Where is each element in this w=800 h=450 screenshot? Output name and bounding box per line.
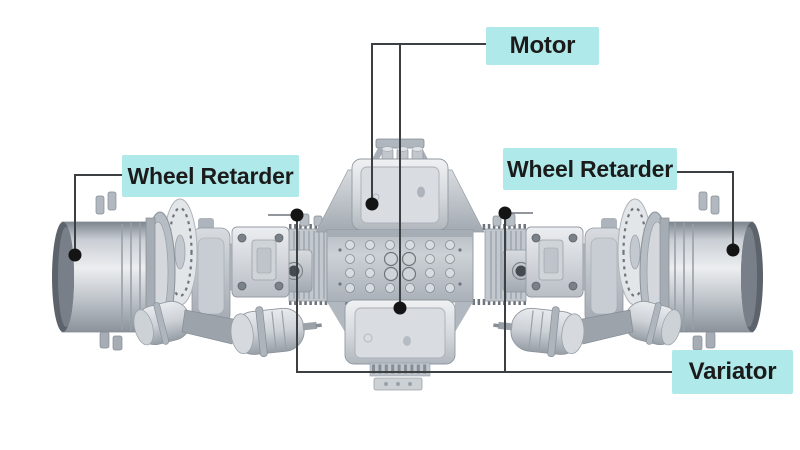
motor-top-dot <box>365 197 379 211</box>
variator-left-dot <box>290 208 304 222</box>
right-wheel-and-beam-assembly <box>467 192 763 360</box>
wheel-retarder-right-dot <box>726 243 740 257</box>
label-motor: Motor <box>486 27 599 65</box>
motor-bottom-dot <box>393 301 407 315</box>
variator-callout-line <box>296 215 672 373</box>
axle-beam-flange-plate <box>224 226 290 298</box>
left-wheel-and-beam-assembly <box>52 191 348 357</box>
label-wheel-retarder-left: Wheel Retarder <box>122 155 299 197</box>
center-gearbox <box>315 138 485 391</box>
label-wheel-retarder-right: Wheel Retarder <box>503 148 677 190</box>
wheel-retarder-left-callout-line <box>74 174 122 255</box>
callout-lines <box>74 43 734 373</box>
brake-chamber-small <box>133 300 191 346</box>
callout-dots <box>68 197 740 315</box>
motor-housing-bottom <box>327 299 473 365</box>
brake-linkage-arm <box>181 309 239 345</box>
bottom-mount-plate <box>369 362 431 391</box>
label-variator: Variator <box>672 350 793 394</box>
motor-callout-line-top <box>371 43 486 204</box>
brake-chamber-main <box>230 306 322 357</box>
variator-right-dot <box>498 206 512 220</box>
wheel-retarder-left-dot <box>68 248 82 262</box>
wheel-retarder-right-callout-line <box>677 171 734 250</box>
